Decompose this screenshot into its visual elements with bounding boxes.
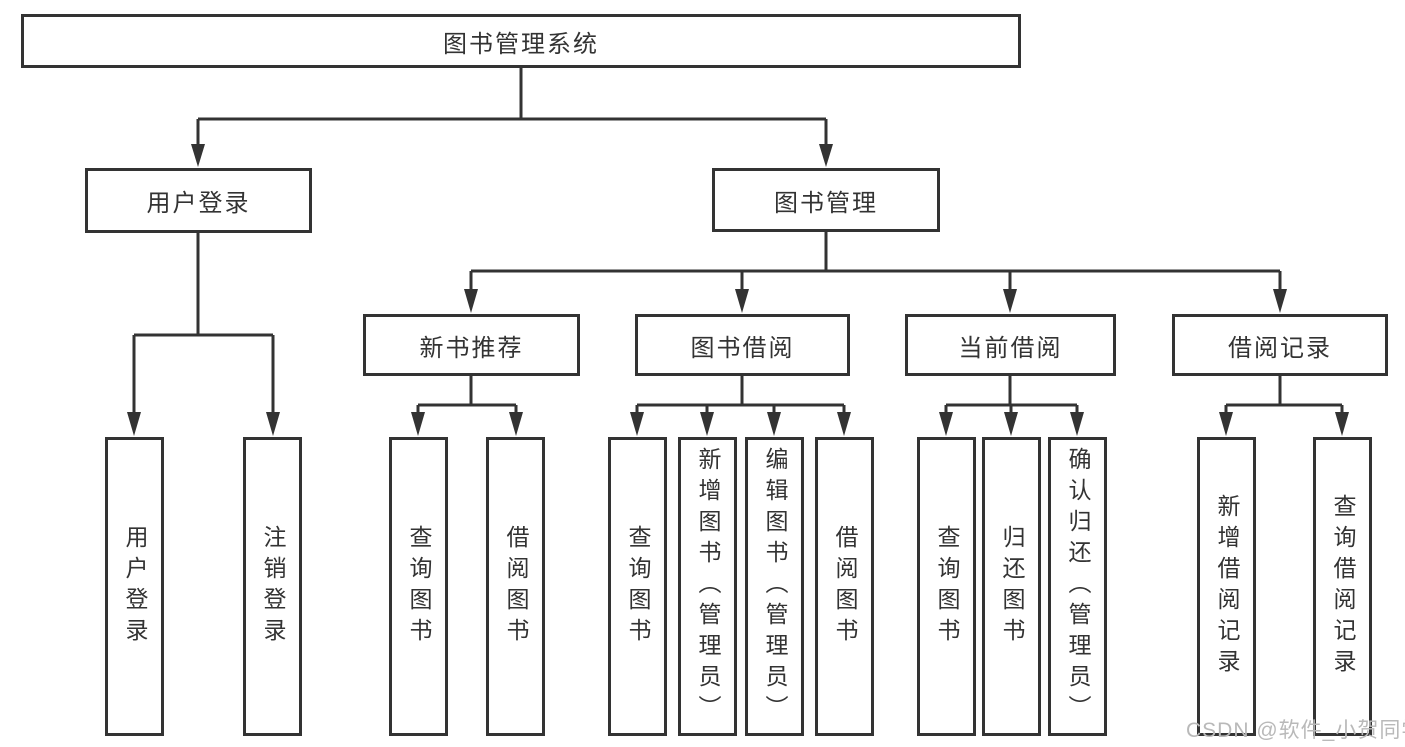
leaf-query-books-1-label: 查询图书 bbox=[406, 524, 432, 649]
leaf-user-login: 用户登录 bbox=[105, 437, 164, 736]
section-new-book-recommend: 新书推荐 bbox=[363, 314, 580, 376]
leaf-add-borrow-record-label: 新增借阅记录 bbox=[1214, 493, 1240, 680]
leaf-borrow-books-2-label: 借阅图书 bbox=[832, 524, 858, 649]
section-borrow-records-label: 借阅记录 bbox=[1228, 334, 1332, 362]
leaf-logout-label: 注销登录 bbox=[260, 524, 286, 649]
leaf-add-books-admin: 新增图书（管理员） bbox=[678, 437, 737, 736]
branch-book-management-label: 图书管理 bbox=[774, 189, 878, 217]
leaf-return-books-label: 归还图书 bbox=[999, 524, 1025, 649]
leaf-confirm-return-admin-label: 确认归还（管理员） bbox=[1065, 447, 1091, 726]
leaf-query-books-2: 查询图书 bbox=[608, 437, 667, 736]
branch-book-management: 图书管理 bbox=[712, 168, 940, 232]
leaf-query-borrow-record: 查询借阅记录 bbox=[1313, 437, 1372, 736]
leaf-borrow-books-1-label: 借阅图书 bbox=[503, 524, 529, 649]
section-new-book-recommend-label: 新书推荐 bbox=[419, 334, 524, 362]
section-current-borrow: 当前借阅 bbox=[905, 314, 1116, 376]
leaf-logout: 注销登录 bbox=[243, 437, 302, 736]
leaf-query-books-3-label: 查询图书 bbox=[934, 524, 960, 649]
leaf-return-books: 归还图书 bbox=[982, 437, 1041, 736]
leaf-add-books-admin-label: 新增图书（管理员） bbox=[695, 447, 721, 726]
leaf-query-books-2-label: 查询图书 bbox=[625, 524, 651, 649]
root-box-library-system: 图书管理系统 bbox=[21, 14, 1021, 68]
leaf-edit-books-admin-label: 编辑图书（管理员） bbox=[762, 447, 788, 726]
section-book-borrow-label: 图书借阅 bbox=[690, 334, 795, 362]
csdn-watermark: CSDN @软件_小贺同学 bbox=[1186, 719, 1405, 742]
root-label: 图书管理系统 bbox=[443, 30, 599, 58]
section-current-borrow-label: 当前借阅 bbox=[958, 334, 1063, 362]
leaf-query-borrow-record-label: 查询借阅记录 bbox=[1330, 493, 1356, 680]
leaf-confirm-return-admin: 确认归还（管理员） bbox=[1048, 437, 1107, 736]
leaf-add-borrow-record: 新增借阅记录 bbox=[1197, 437, 1256, 736]
branch-user-login-label: 用户登录 bbox=[146, 190, 251, 217]
leaf-query-books-1: 查询图书 bbox=[389, 437, 448, 736]
branch-user-login: 用户登录 bbox=[85, 168, 312, 233]
leaf-edit-books-admin: 编辑图书（管理员） bbox=[745, 437, 804, 736]
leaf-query-books-3: 查询图书 bbox=[917, 437, 976, 736]
section-book-borrow: 图书借阅 bbox=[635, 314, 850, 376]
leaf-borrow-books-1: 借阅图书 bbox=[486, 437, 545, 736]
section-borrow-records: 借阅记录 bbox=[1172, 314, 1388, 376]
leaf-borrow-books-2: 借阅图书 bbox=[815, 437, 874, 736]
leaf-user-login-label: 用户登录 bbox=[122, 524, 148, 649]
